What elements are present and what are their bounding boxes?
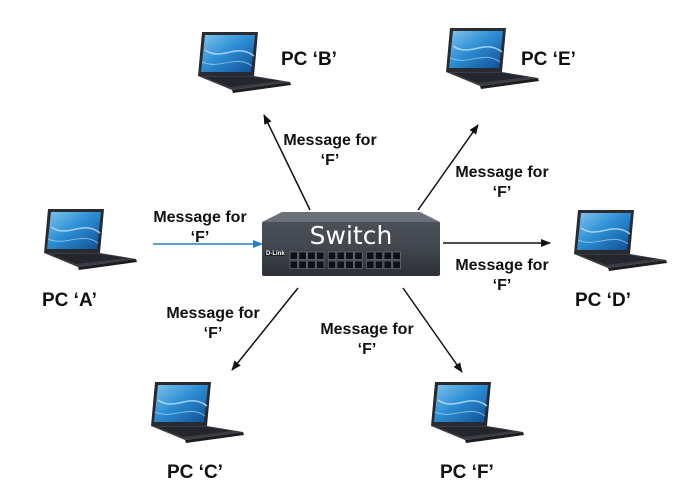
switch-port — [392, 260, 401, 269]
svg-text:Message for: Message for — [455, 164, 548, 181]
pc-label-e: PC ‘E’ — [521, 49, 576, 70]
switch-port — [366, 260, 375, 269]
svg-text:‘F’: ‘F’ — [493, 184, 512, 201]
pc-label-c: PC ‘C’ — [167, 462, 223, 483]
svg-text:Message for: Message for — [320, 321, 413, 338]
pc-label-d: PC ‘D’ — [575, 290, 631, 311]
switch-port — [289, 251, 298, 260]
switch-port — [307, 260, 316, 269]
message-label-to-d: Message for ‘F’ — [455, 257, 548, 294]
switch-port — [298, 251, 307, 260]
switch-port — [316, 251, 325, 260]
svg-text:Message for: Message for — [166, 305, 259, 322]
switch-port — [354, 260, 363, 269]
switch-port — [298, 260, 307, 269]
switch-port — [392, 251, 401, 260]
switch-port — [354, 251, 363, 260]
laptop-icon-a — [43, 208, 138, 271]
switch-label: Switch — [310, 221, 393, 250]
switch-ports — [289, 251, 401, 269]
svg-text:Message for: Message for — [283, 132, 376, 149]
message-label-to-b: Message for ‘F’ — [283, 132, 376, 169]
pc-label-b: PC ‘B’ — [281, 49, 337, 70]
message-label-to-e: Message for ‘F’ — [455, 164, 548, 201]
switch-port — [289, 260, 298, 269]
svg-text:‘F’: ‘F’ — [321, 152, 340, 169]
switch-port — [307, 251, 316, 260]
arrow-switch-to-c — [231, 287, 299, 371]
laptop-icon-c — [150, 381, 245, 444]
switch-port — [327, 260, 337, 269]
pc-label-a: PC ‘A’ — [42, 290, 97, 311]
arrow-switch-to-f — [402, 287, 463, 373]
switch-port — [383, 260, 392, 269]
svg-text:‘F’: ‘F’ — [204, 325, 223, 342]
svg-text:‘F’: ‘F’ — [191, 229, 210, 246]
switch-port — [366, 251, 375, 260]
switch-port — [327, 251, 337, 260]
switch-brand-logo: D-Link — [266, 251, 285, 257]
laptop-icon-f — [430, 381, 525, 444]
message-label-from-a: Message for ‘F’ — [153, 209, 246, 246]
laptop-icon-d — [573, 209, 668, 272]
svg-text:Message for: Message for — [153, 209, 246, 226]
switch-port — [316, 260, 325, 269]
arrow-switch-to-b — [263, 114, 311, 211]
switch-port — [345, 260, 354, 269]
switch-port — [336, 251, 345, 260]
switch-port — [374, 251, 384, 260]
laptop-icon-b — [197, 31, 292, 94]
switch-port — [374, 260, 384, 269]
svg-text:‘F’: ‘F’ — [358, 341, 377, 358]
message-label-to-f: Message for ‘F’ — [320, 321, 413, 358]
network-switch: Switch D-Link — [262, 212, 440, 276]
svg-text:Message for: Message for — [455, 257, 548, 274]
arrow-switch-to-e — [417, 124, 479, 211]
switch-port — [345, 251, 354, 260]
message-label-to-c: Message for ‘F’ — [166, 305, 259, 342]
switch-port — [336, 260, 345, 269]
switch-port — [383, 251, 392, 260]
svg-text:‘F’: ‘F’ — [493, 277, 512, 294]
pc-label-f: PC ‘F’ — [440, 462, 494, 483]
